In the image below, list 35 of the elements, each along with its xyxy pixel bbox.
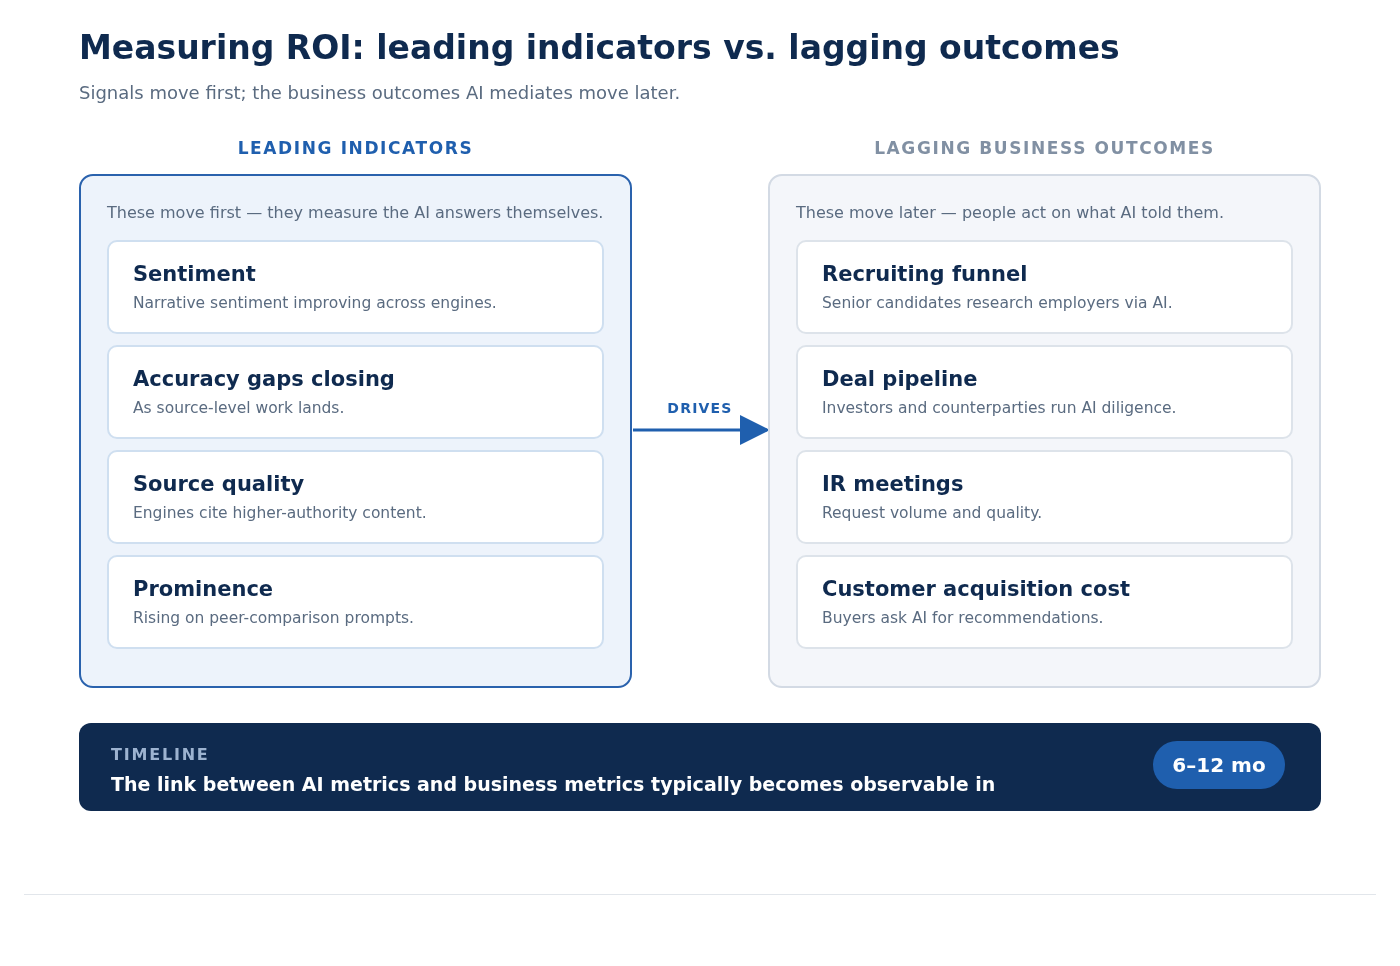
diagram-subtitle: Signals move first; the business outcomes AI mediates move later.: [79, 82, 681, 103]
card-title: Customer acquisition cost: [822, 577, 1131, 601]
card-title: Prominence: [133, 577, 275, 601]
metric-card: [796, 345, 1293, 439]
metric-card: [796, 240, 1293, 334]
card-title: Accuracy gaps closing: [133, 367, 396, 391]
panel-intro: These move first — they measure the AI answers themselves.: [107, 203, 604, 222]
banner-heading: TIMELINE: [111, 745, 210, 764]
metric-card: [796, 555, 1293, 649]
card-title: Recruiting funnel: [822, 262, 1029, 286]
panel-intro: These move later — people act on what AI told them.: [796, 203, 1225, 222]
card-description: Rising on peer-comparison prompts.: [133, 609, 415, 627]
metric-card: [107, 345, 604, 439]
card-description: Investors and counterparties run AI diligence.: [822, 399, 1178, 417]
card-description: Buyers ask AI for recommendations.: [822, 609, 1105, 627]
card-title: Source quality: [133, 472, 306, 496]
card-description: As source-level work lands.: [133, 399, 346, 417]
panel-heading: LAGGING BUSINESS OUTCOMES: [874, 138, 1215, 158]
timeline-banner: [79, 723, 1321, 811]
card-title: Deal pipeline: [822, 367, 979, 391]
diagram-title: Measuring ROI: leading indicators vs. lagging outcomes: [79, 28, 1120, 67]
card-description: Senior candidates research employers via AI.: [822, 294, 1174, 312]
panel-heading: LEADING INDICATORS: [237, 138, 474, 158]
card-title: IR meetings: [822, 472, 965, 496]
duration-pill: 6–12 mo: [1153, 741, 1285, 789]
card-title: Sentiment: [133, 262, 257, 286]
card-description: Narrative sentiment improving across engines.: [133, 294, 498, 312]
metric-card: [107, 240, 604, 334]
card-description: Request volume and quality.: [822, 504, 1044, 522]
card-description: Engines cite higher-authority content.: [133, 504, 428, 522]
metric-card: [796, 450, 1293, 544]
banner-text: The link between AI metrics and business metrics typically becomes observable in: [111, 773, 996, 795]
metric-card: [107, 555, 604, 649]
arrow: [633, 415, 770, 445]
metric-card: [107, 450, 604, 544]
